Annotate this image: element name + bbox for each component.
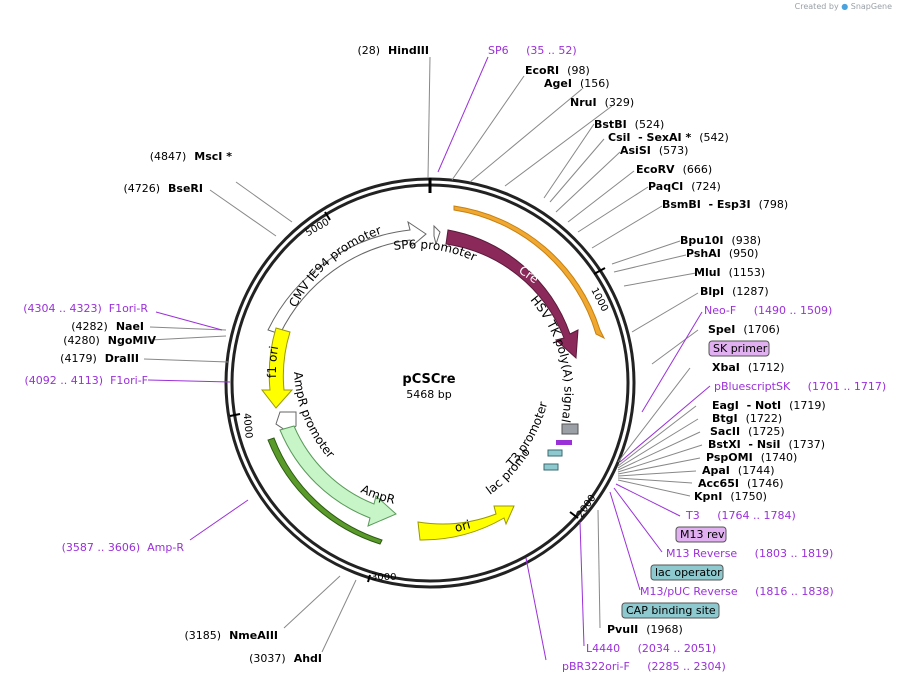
site-ahdI: (3037)AhdI (249, 652, 322, 665)
primer-amp-r: (3587 .. 3606) Amp-R (62, 541, 185, 554)
site-blpI: BlpI(1287) (700, 285, 769, 298)
lac-operator-label: lac operator (655, 566, 722, 579)
ori-arrow (417, 505, 515, 541)
primer-l4440: L4440 (2034 .. 2051) (586, 642, 716, 655)
sk-primer-box (708, 340, 770, 357)
primer-t3: T3 (1764 .. 1784) (685, 509, 796, 522)
primer-neo-f: Neo-F (1490 .. 1509) (704, 304, 832, 317)
site-pshAI: PshAI(950) (686, 247, 758, 260)
snapgene-logo-icon: ● (841, 2, 849, 11)
site-mscI: (4847)MscI * (150, 150, 233, 163)
feature-label-f1: f1 ori (265, 345, 281, 378)
site-ngoMIV: (4280)NgoMIV (63, 334, 156, 347)
site-nmeAIII: (3185)NmeAIII (185, 629, 279, 642)
site-bstBI: BstBI(524) (594, 118, 664, 131)
site-asiSI: AsiSI(573) (620, 144, 688, 157)
tick-label-2000: 2000 (575, 493, 599, 520)
site-btgI: BtgI(1722) (712, 412, 782, 425)
watermark-prefix: Created by (794, 2, 839, 11)
boxed-labels: SK primer M13 rev lac operator CAP bindi… (621, 340, 770, 619)
t3-marker (561, 423, 579, 435)
site-sacII: SacII(1725) (710, 425, 785, 438)
site-ecoRV: EcoRV(666) (636, 163, 712, 176)
site-bsmBI: BsmBI - Esp3I(798) (662, 198, 788, 211)
cap-site-marker (543, 463, 559, 471)
leader-lines (143, 56, 703, 653)
site-apaI: ApaI(1744) (702, 464, 774, 477)
site-ecoRI: EcoRI(98) (525, 64, 590, 77)
site-kpnI: KpnI(1750) (694, 490, 767, 503)
site-mluI: MluI(1153) (694, 266, 765, 279)
site-acc65I: Acc65I(1746) (698, 477, 784, 490)
cre-arrow (445, 229, 579, 360)
f1-ori-arrow (260, 327, 294, 409)
site-pspOMI: PspOMI(1740) (706, 451, 797, 464)
site-bseRI: (4726)BseRI (123, 182, 203, 195)
ampr-arrow (279, 425, 397, 527)
plasmid-name: pCSCre (402, 372, 455, 387)
site-ageI: AgeI(156) (544, 77, 610, 90)
primer-f1ori-f: (4092 .. 4113) F1ori-F (25, 374, 148, 387)
feature-label-ori: ori (453, 517, 472, 535)
snapgene-watermark: Created by ● SnapGene (795, 2, 892, 11)
lac-operator-box (650, 564, 724, 581)
tick-label-3000: 3000 (371, 572, 396, 583)
site-nruI: NruI(329) (570, 96, 634, 109)
m13-marker (556, 440, 572, 445)
primer-f1ori-r: (4304 .. 4323) F1ori-R (23, 302, 148, 315)
tick-label-4000: 4000 (241, 413, 254, 439)
tick-marks (229, 211, 606, 583)
site-csiI: CsiI - SexAI *(542) (608, 131, 729, 144)
green-orf-arrow (267, 437, 383, 545)
sk-primer-label: SK primer (713, 342, 768, 355)
lac-operator-marker (547, 449, 563, 457)
orange-orf-arrow (453, 205, 606, 340)
feature-label-hsv: HSV TK poly(A) signal (528, 293, 576, 424)
cmv-promoter-arrow (267, 220, 427, 335)
site-draIII: (4179)DraIII (60, 352, 139, 365)
left-site-labels: (4847)MscI * (4726)BseRI (4282)NaeI (428… (60, 44, 429, 665)
site-pvuII: PvuII(1968) (607, 623, 683, 636)
site-bpu10I: Bpu10I(938) (680, 234, 761, 247)
primer-leader-lines (147, 56, 711, 661)
primer-pbr322ori-f: pBR322ori-F (2285 .. 2304) (562, 660, 726, 673)
cap-binding-site-box (621, 602, 720, 619)
left-primer-labels: (4304 .. 4323) F1ori-R (4092 .. 4113) F1… (23, 302, 184, 554)
right-site-labels: EcoRI(98) AgeI(156) NruI(329) BstBI(524)… (525, 64, 826, 636)
site-hindIII: (28)HindIII (357, 44, 429, 57)
right-primer-labels: SP6 (35 .. 52) Neo-F (1490 .. 1509) pBlu… (488, 44, 886, 673)
m13-rev-label: M13 rev (680, 528, 725, 541)
primer-pbluescriptsk: pBluescriptSK (1701 .. 1717) (714, 380, 886, 393)
watermark-brand: SnapGene (850, 2, 892, 11)
primer-sp6: SP6 (35 .. 52) (488, 44, 577, 57)
primer-m13-reverse: M13 Reverse (1803 .. 1819) (666, 547, 833, 560)
site-speI: SpeI(1706) (708, 323, 780, 336)
m13-rev-box (675, 526, 727, 543)
primer-m13-puc-reverse: M13/pUC Reverse (1816 .. 1838) (640, 585, 834, 598)
site-naeI: (4282)NaeI (71, 320, 144, 333)
site-bstXI: BstXI - NsiI(1737) (708, 438, 825, 451)
site-eagI: EagI - NotI(1719) (712, 399, 826, 412)
sp6-promoter-arrow (433, 224, 441, 246)
plasmid-length: 5468 bp (406, 388, 451, 401)
site-paqCI: PaqCI(724) (648, 180, 721, 193)
site-xbaI: XbaI(1712) (712, 361, 784, 374)
cap-binding-site-label: CAP binding site (626, 604, 716, 617)
